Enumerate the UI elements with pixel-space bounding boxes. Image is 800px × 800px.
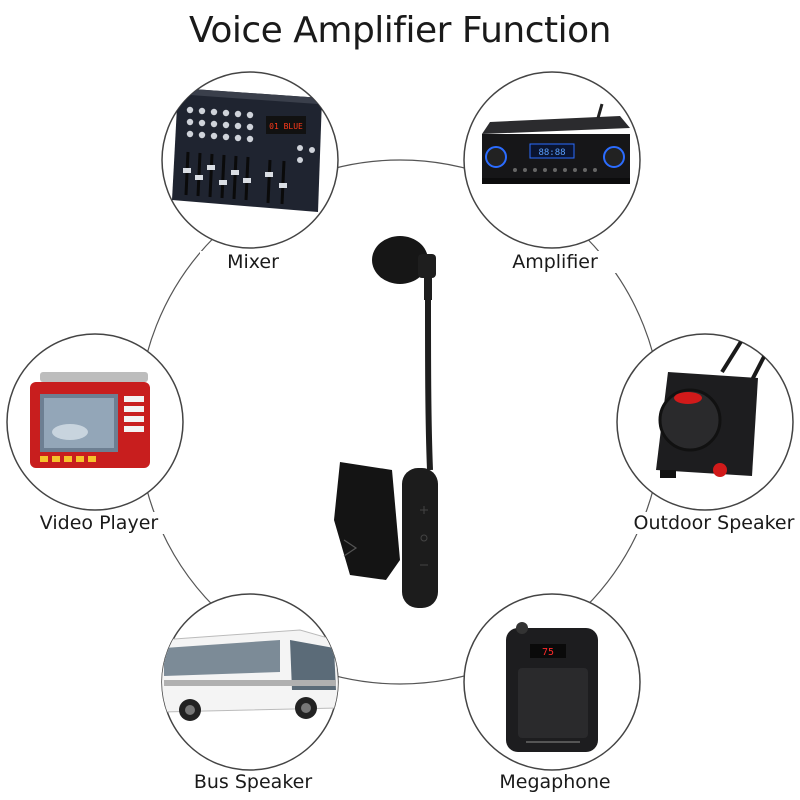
megaphone-device: 75	[463, 593, 641, 771]
clip-microphone	[334, 236, 438, 608]
mixer-display-text: 01 BLUE	[269, 122, 303, 131]
amplifier-device: 88:88	[463, 71, 641, 249]
megaphone-display-text: 75	[542, 647, 554, 658]
label-outdoor-speaker: Outdoor Speaker	[626, 512, 800, 534]
label-video-player: Video Player	[30, 512, 168, 534]
outdoor-speaker-device	[616, 333, 794, 511]
label-megaphone: Megaphone	[482, 771, 628, 793]
mixer-device: 01 BLUE	[161, 71, 339, 249]
video-player-device	[6, 333, 184, 511]
label-mixer: Mixer	[200, 251, 306, 273]
label-bus-speaker: Bus Speaker	[180, 771, 326, 793]
page-title: Voice Amplifier Function	[189, 10, 612, 51]
amplifier-display-text: 88:88	[538, 148, 565, 158]
bus-speaker-device	[161, 593, 339, 771]
label-amplifier: Amplifier	[492, 251, 618, 273]
